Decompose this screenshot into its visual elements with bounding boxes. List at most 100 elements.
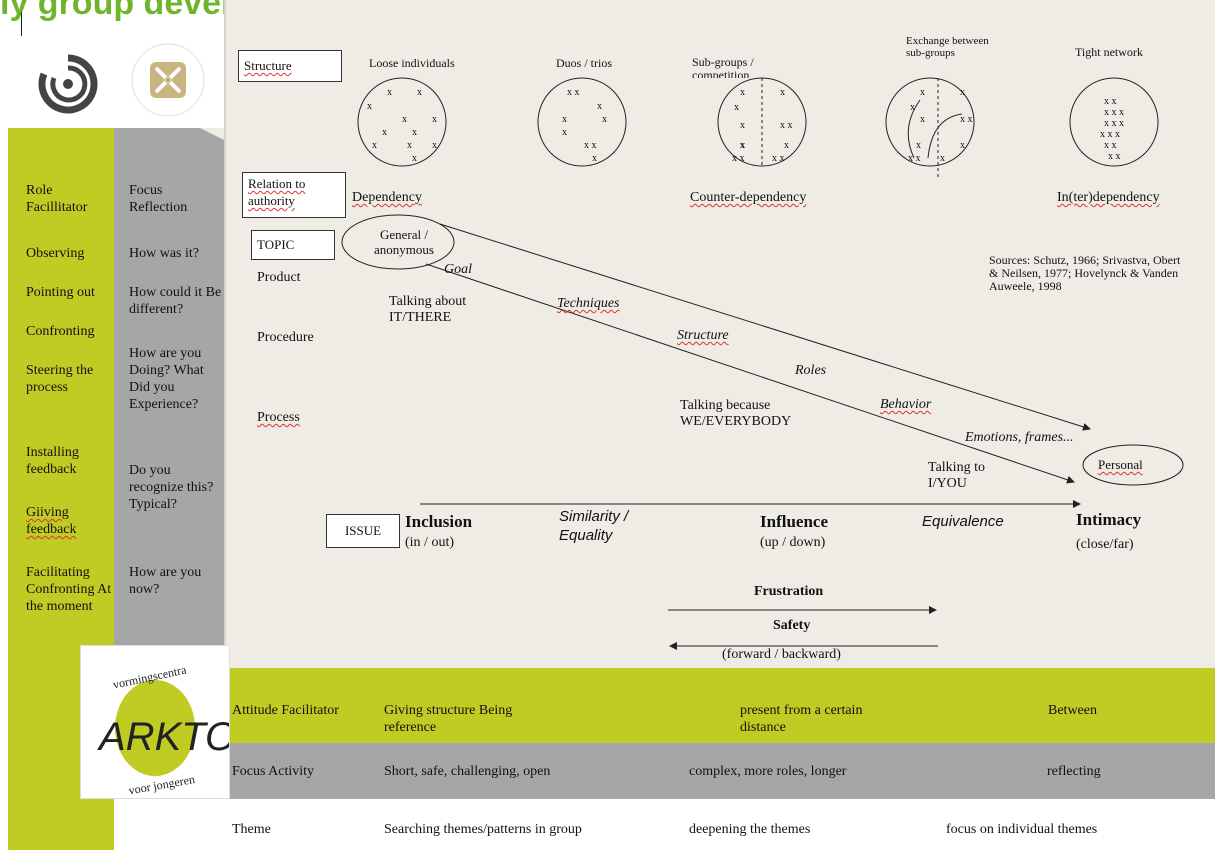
svg-text:x: x <box>412 153 417 164</box>
sidebar-left-item: Pointing out <box>26 285 95 300</box>
svg-text:x: x <box>412 127 417 138</box>
sidebar-left-item: Confronting <box>26 324 95 339</box>
sidebar-left-item: Role Facillitator <box>26 183 88 215</box>
table-row: Theme Searching themes/patterns in group… <box>224 799 1215 850</box>
sidebar-left-item: Installing feedback <box>26 445 79 477</box>
svg-text:x: x <box>740 140 745 151</box>
table-cell-label: Theme <box>232 822 271 837</box>
svg-text:x x: x x <box>908 153 921 164</box>
talking-label: Talking to I/YOU <box>928 460 985 491</box>
between-label: Similarity / Equality <box>559 508 629 544</box>
sidebar-right-item: How was it? <box>129 246 199 261</box>
arktos-logo: vormingscentra ARKTOS voor jongeren <box>80 645 263 799</box>
svg-text:x: x <box>960 87 965 98</box>
issue-sub: (up / down) <box>760 535 826 550</box>
svg-text:x: x <box>372 140 377 151</box>
svg-text:x x: x x <box>1104 140 1117 151</box>
svg-text:x: x <box>960 140 965 151</box>
svg-text:x: x <box>367 101 372 112</box>
table-cell-label: Attitude Facilitator <box>232 703 339 718</box>
dependency-label: Counter-dependency <box>690 190 807 205</box>
structure-heading: Tight network <box>1075 45 1143 59</box>
diag-word: Structure <box>677 328 729 343</box>
sidebar-right-item: How are you Doing? What Did you Experien… <box>129 346 204 412</box>
sidebar-right-item: Focus Reflection <box>129 183 188 215</box>
sidebar-right-bg <box>114 128 224 668</box>
table-cell: Between <box>1048 703 1097 718</box>
svg-text:voor jongeren: voor jongeren <box>127 772 195 797</box>
sidebar-right-item: How are you now? <box>129 565 202 597</box>
structure-heading: Loose individuals <box>369 56 455 70</box>
svg-text:x x: x x <box>1104 96 1117 107</box>
diag-word: Goal <box>444 262 472 277</box>
svg-text:x x: x x <box>960 114 973 125</box>
svg-text:x: x <box>784 140 789 151</box>
forward-label: (forward / backward) <box>722 647 841 662</box>
svg-text:x x: x x <box>1108 151 1121 162</box>
dependency-label: Dependency <box>352 190 422 205</box>
between-label: Equivalence <box>922 513 1004 530</box>
svg-text:x: x <box>940 153 945 164</box>
topic-label: TOPIC <box>251 230 335 260</box>
logo-left <box>22 38 114 130</box>
issue-label: ISSUE <box>326 514 400 548</box>
svg-text:x: x <box>387 87 392 98</box>
svg-text:x: x <box>417 87 422 98</box>
svg-text:x: x <box>916 140 921 151</box>
svg-text:x: x <box>592 153 597 164</box>
diag-word: Techniques <box>557 296 620 311</box>
sidebar-left-item: Steering the process <box>26 363 94 395</box>
svg-text:x: x <box>920 114 925 125</box>
row-label: Product <box>257 270 301 285</box>
svg-text:x x x: x x x <box>1104 118 1124 129</box>
svg-text:x: x <box>597 101 602 112</box>
relation-label: Relation to authority <box>242 172 346 218</box>
svg-text:x x: x x <box>780 120 793 131</box>
table-cell: focus on individual themes <box>946 822 1098 837</box>
svg-text:x: x <box>562 114 567 125</box>
svg-text:x x: x x <box>567 87 580 98</box>
logo-right <box>122 34 214 130</box>
dependency-label: In(ter)dependency <box>1057 190 1160 205</box>
svg-text:ARKTOS: ARKTOS <box>97 715 229 759</box>
issue-line <box>420 500 1081 508</box>
issue-name: Inclusion <box>405 512 473 531</box>
structure-heading: Sub-groups / competition <box>692 56 754 78</box>
table-row: Focus Activity Short, safe, challenging,… <box>224 743 1215 799</box>
general-anonymous: General / anonymous <box>374 227 434 257</box>
talking-label: Talking about IT/THERE <box>389 294 467 325</box>
row-label: Process <box>257 410 300 425</box>
sources-note: Sources: Schutz, 1966; Srivastva, Obert … <box>989 253 1181 293</box>
svg-text:x x: x x <box>584 140 597 151</box>
table-cell-label: Focus Activity <box>232 764 315 779</box>
logo-cursor <box>21 12 22 36</box>
personal-label: Personal <box>1098 457 1143 472</box>
svg-text:x: x <box>407 140 412 151</box>
structure-heading: Exchange between sub-groups <box>906 35 989 59</box>
svg-text:x: x <box>432 140 437 151</box>
table-cell: reflecting <box>1047 764 1101 779</box>
table-cell: present from a certain distance <box>740 703 863 735</box>
svg-text:x x: x x <box>772 153 785 164</box>
issue-name: Influence <box>760 512 828 531</box>
svg-text:x: x <box>382 127 387 138</box>
table-cell: complex, more roles, longer <box>689 764 847 779</box>
table-cell: deepening the themes <box>689 822 811 837</box>
structure-label: Structure <box>238 50 342 82</box>
frustration-label: Frustration <box>754 584 824 599</box>
safety-label: Safety <box>773 618 811 633</box>
table-row: Attitude Facilitator Giving structure Be… <box>224 668 1215 743</box>
structure-heading: Duos / trios <box>556 56 613 70</box>
table-cell: Short, safe, challenging, open <box>384 764 551 779</box>
svg-text:x: x <box>780 87 785 98</box>
talking-label: Talking because WE/EVERYBODY <box>680 398 792 429</box>
svg-text:x: x <box>402 114 407 125</box>
svg-text:x x x: x x x <box>1104 107 1124 118</box>
issue-sub: (close/far) <box>1076 537 1134 552</box>
sidebar-left-item: Observing <box>26 246 85 261</box>
sidebar-right-item: Do you recognize this? Typical? <box>129 463 214 512</box>
svg-text:x: x <box>920 87 925 98</box>
sidebar-left-item: Facilitating Confronting At the moment <box>26 565 112 614</box>
svg-text:x: x <box>734 102 739 113</box>
